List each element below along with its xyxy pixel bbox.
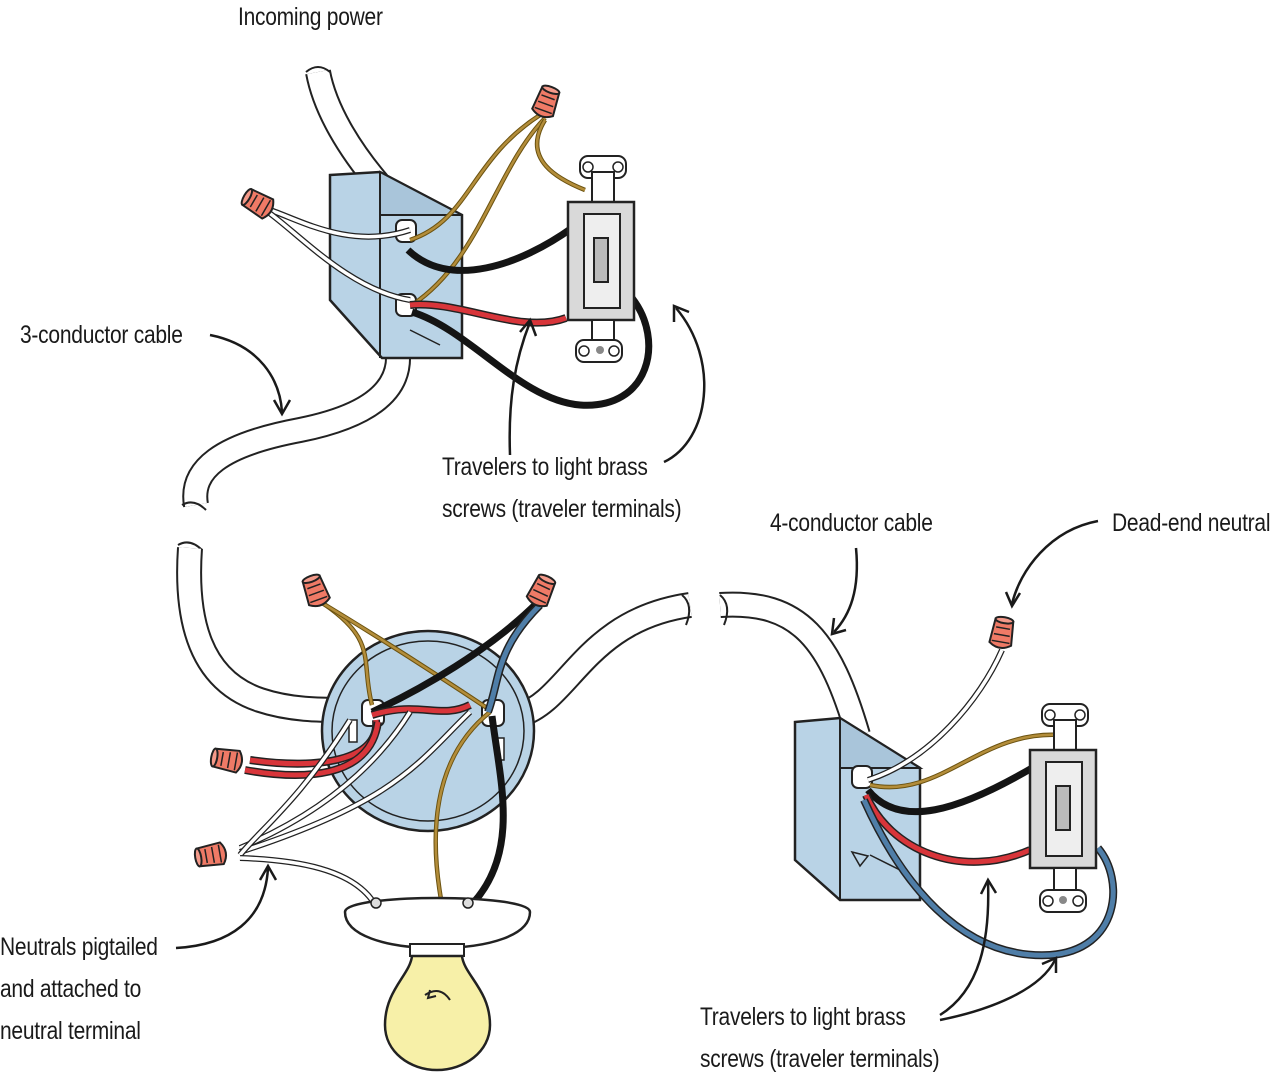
- label-travelers-bottom: Travelers to light brass screws (travele…: [700, 996, 940, 1080]
- label-line: Travelers to light brass: [700, 1003, 906, 1031]
- three-conductor-cable-lower: [176, 547, 346, 723]
- wire-nut-icon: [192, 840, 229, 870]
- label-line: Dead-end neutral: [1112, 509, 1271, 537]
- leader-arrows: [175, 304, 1099, 1022]
- wire-nut-icon: [524, 570, 560, 611]
- right-switch-box-assembly: [681, 591, 1118, 960]
- label-line: and attached to: [0, 975, 142, 1003]
- arrowhead: [258, 863, 278, 881]
- arrow-3-conductor: [209, 333, 284, 413]
- arrow-neutrals: [175, 867, 270, 950]
- label-incoming-power: Incoming power: [238, 0, 383, 38]
- label-neutrals-pigtailed: Neutrals pigtailed and attached to neutr…: [0, 926, 158, 1052]
- label-dead-end-neutral: Dead-end neutral: [1112, 502, 1271, 544]
- wire-nut-icon: [208, 745, 245, 775]
- arrow-travelers-top-left: [508, 321, 532, 456]
- arrowhead: [1004, 591, 1022, 609]
- top-box-wires: [266, 113, 653, 409]
- arrowhead: [830, 617, 847, 636]
- label-line: screws (traveler terminals): [442, 495, 682, 523]
- arrowhead: [979, 877, 998, 895]
- arrow-travelers-top-right: [663, 307, 706, 464]
- label-line: neutral terminal: [0, 1017, 141, 1045]
- four-conductor-cable-left: [515, 592, 693, 728]
- ceiling-box-wires: [237, 598, 543, 906]
- label-travelers-top: Travelers to light brass screws (travele…: [442, 446, 682, 530]
- arrow-travelers-bottom-right: [939, 959, 1057, 1022]
- label-line: Neutrals pigtailed: [0, 933, 158, 961]
- top-three-way-switch: [566, 155, 636, 363]
- arrowhead: [1041, 956, 1058, 973]
- three-conductor-cable: [182, 354, 411, 508]
- label-line: Incoming power: [238, 3, 383, 31]
- incoming-power-cable: [305, 66, 388, 192]
- arrowhead: [519, 317, 538, 337]
- label-4-conductor-cable: 4-conductor cable: [770, 502, 933, 544]
- arrow-dead-end-neutral: [1010, 519, 1099, 605]
- cable-break-marks: [681, 594, 729, 626]
- arrowhead: [672, 304, 690, 322]
- right-box-wires: [860, 648, 1118, 960]
- label-line: 4-conductor cable: [770, 509, 933, 537]
- four-conductor-cable-right: [719, 591, 871, 739]
- label-3-conductor-cable: 3-conductor cable: [20, 314, 183, 356]
- label-line: screws (traveler terminals): [700, 1045, 940, 1073]
- wire-nut-icon: [529, 82, 564, 121]
- top-switch-box-assembly: [182, 66, 653, 508]
- arrowhead: [272, 399, 292, 417]
- arrow-4-conductor: [833, 547, 859, 633]
- wire-nut-icon: [987, 614, 1017, 651]
- label-line: Travelers to light brass: [442, 453, 648, 481]
- cable-break-marks: [177, 501, 207, 551]
- light-bulb-fixture: [343, 896, 532, 1072]
- ceiling-box-assembly: [176, 547, 693, 1072]
- right-three-way-switch: [1028, 703, 1098, 913]
- label-line: 3-conductor cable: [20, 321, 183, 349]
- arrow-travelers-bottom-left: [939, 881, 990, 1017]
